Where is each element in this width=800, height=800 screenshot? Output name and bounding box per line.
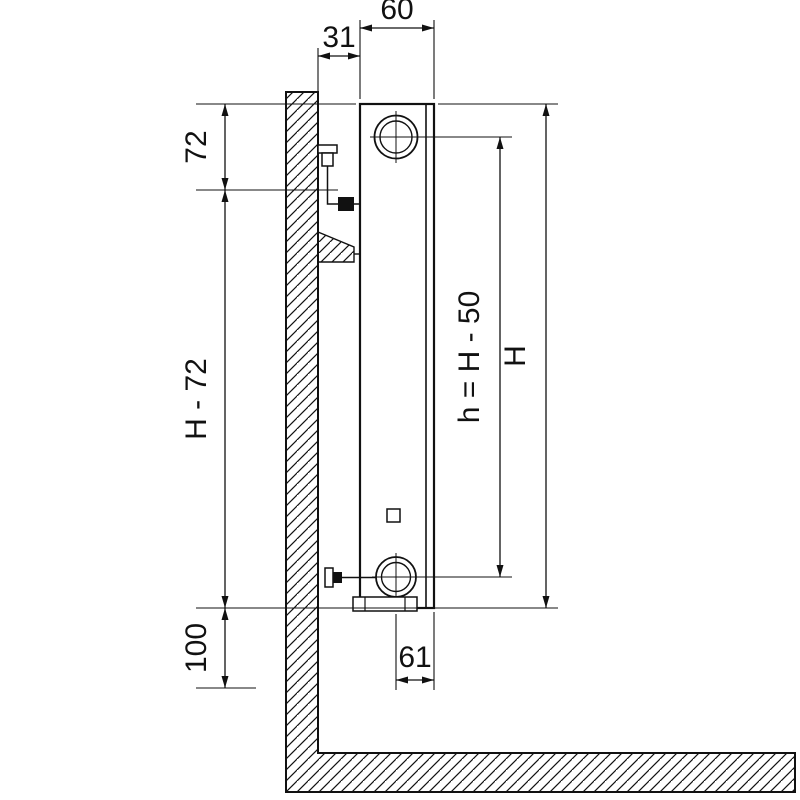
side-height-label: H - 72 xyxy=(180,358,213,440)
valve-body xyxy=(321,152,334,167)
top-connection xyxy=(370,111,422,163)
dimension-bottom-offset: 61 xyxy=(395,612,435,690)
top-connection-crosshair xyxy=(370,111,422,163)
dimension-connection-height: h = H - 50 xyxy=(420,136,512,578)
wall-bracket-plate xyxy=(317,230,355,263)
bottom-bracket xyxy=(352,596,418,612)
total-height-label: H xyxy=(499,345,532,367)
valve-cap xyxy=(317,144,338,154)
bottom-bracket-ribs xyxy=(364,597,406,611)
wall-gap-label: 31 xyxy=(322,21,355,54)
wall-floor-hatched-section xyxy=(285,91,796,793)
dimension-depth: 60 xyxy=(359,0,435,99)
connection-height-label: h = H - 50 xyxy=(453,291,486,424)
wall-bracket xyxy=(317,230,360,263)
radiator-body xyxy=(358,102,436,610)
bottom-valve-stem xyxy=(324,567,334,588)
bottom-valve-body xyxy=(333,572,342,583)
wall-and-floor xyxy=(285,91,796,793)
top-valve xyxy=(317,144,360,211)
bottom-clearance-label: 100 xyxy=(180,623,213,673)
dimension-total-height: H xyxy=(196,103,558,609)
total-height-witness-lines xyxy=(196,103,558,609)
depth-label: 60 xyxy=(380,0,413,26)
valve-pipe xyxy=(326,166,338,205)
radiator-panel xyxy=(358,102,436,610)
dimension-side-height: H - 72 xyxy=(180,190,229,608)
panel-detail-square xyxy=(386,508,401,523)
dimension-top-offset: 72 xyxy=(180,103,356,191)
bottom-connection-crosshair xyxy=(372,553,420,601)
dimension-bottom-clearance: 100 xyxy=(180,608,256,689)
top-offset-label: 72 xyxy=(180,130,213,163)
dimension-wall-gap: 31 xyxy=(317,21,360,91)
bottom-bracket-base xyxy=(352,596,418,612)
depth-witness-lines xyxy=(359,20,435,99)
bottom-offset-label: 61 xyxy=(398,641,431,674)
valve-connection-block xyxy=(338,197,354,211)
bottom-valve xyxy=(324,567,376,588)
